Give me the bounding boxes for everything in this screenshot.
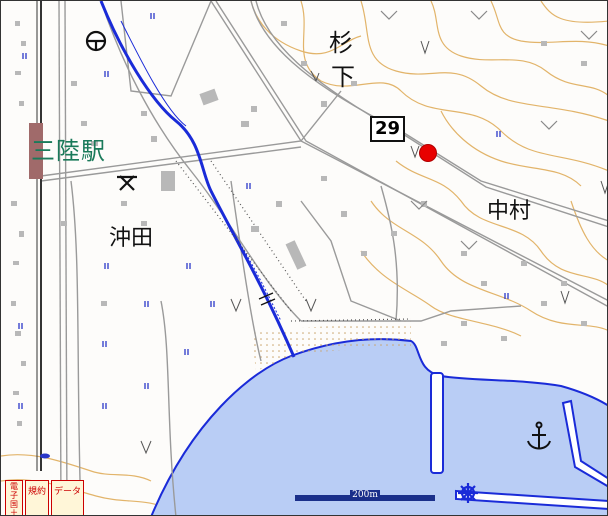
route-number-badge: 29 (370, 116, 406, 142)
place-label-sugi-bottom: 下 (331, 63, 355, 91)
sea-area (150, 338, 607, 515)
data-button[interactable]: データ (51, 480, 85, 515)
current-location-marker[interactable] (419, 144, 437, 162)
electronic-national-land-button[interactable]: 電子国土 (5, 480, 23, 515)
scale-bar-label: 200m (350, 490, 380, 500)
slope-symbols (380, 10, 598, 250)
place-label-nakamura: 中村 (487, 199, 532, 224)
bridge (258, 292, 276, 306)
terms-button[interactable]: 規約 (25, 480, 50, 515)
map-footer-buttons: 電子国土 規約 データ (5, 480, 85, 515)
police-box-icon[interactable] (85, 30, 107, 52)
place-label-okita: 沖田 (109, 226, 154, 251)
scale-bar: 200m (295, 490, 435, 505)
railway-line (36, 1, 42, 471)
pond (40, 453, 50, 459)
vegetation-symbols (140, 40, 607, 455)
station-label[interactable]: 三陸駅 (31, 137, 106, 165)
buildings (11, 21, 587, 426)
breakwaters (430, 372, 607, 510)
lighthouse-icon[interactable] (458, 483, 478, 503)
paddy-field-symbols (18, 13, 509, 409)
beach-sand (251, 321, 411, 371)
station-platform[interactable] (29, 123, 43, 179)
contour-lines (1, 1, 607, 507)
place-label-sugi-top: 杉 (329, 29, 353, 57)
mine-icon[interactable] (117, 175, 137, 191)
river (99, 1, 296, 358)
anchor-icon[interactable] (527, 421, 551, 450)
